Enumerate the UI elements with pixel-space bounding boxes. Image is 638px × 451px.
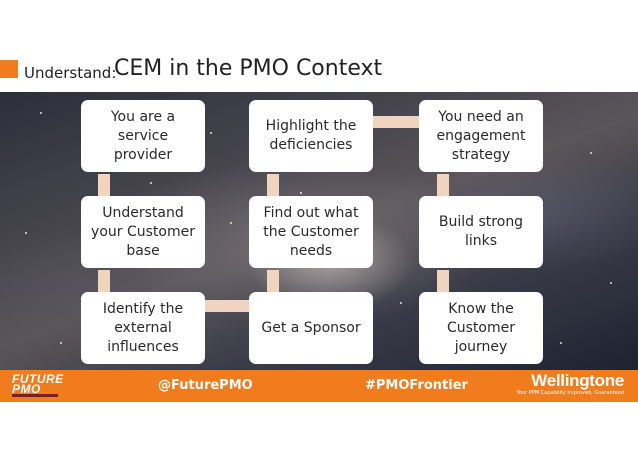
node-external-influences: Identify the external influences: [81, 292, 205, 364]
connector-n7-n8: [205, 300, 250, 312]
connector-n2-n3: [373, 116, 419, 128]
node-build-links: Build strong links: [419, 196, 543, 268]
hashtag-futurepmo: @FuturePMO: [158, 378, 253, 393]
node-customer-journey: Know the Customer journey: [419, 292, 543, 364]
connector-n4-n7: [98, 270, 110, 292]
node-get-sponsor: Get a Sponsor: [249, 292, 373, 364]
wellingtone-logo: Wellingtone Your PPM Capability Improved…: [516, 371, 625, 396]
title-accent-square: [0, 60, 18, 78]
hashtag-pmofrontier: #PMOFrontier: [365, 378, 468, 393]
node-highlight-deficiencies: Highlight the deficiencies: [249, 100, 373, 172]
connector-n8-n5: [267, 270, 279, 292]
connector-n6-n9: [437, 270, 449, 292]
connector-n3-n6: [437, 174, 449, 196]
title-prefix: Understand:: [24, 64, 117, 82]
node-customer-needs: Find out what the Customer needs: [249, 196, 373, 268]
connector-n1-n4: [98, 174, 110, 196]
slide-title: Understand: CEM in the PMO Context: [0, 56, 638, 90]
connector-n5-n2: [267, 174, 279, 196]
title-main: CEM in the PMO Context: [114, 56, 383, 81]
node-understand-customer-base: Understand your Customer base: [81, 196, 205, 268]
node-service-provider: You are a service provider: [81, 100, 205, 172]
footer-bar: FUTURE PMO @FuturePMO #PMOFrontier Welli…: [0, 370, 638, 402]
node-engagement-strategy: You need an engagement strategy: [419, 100, 543, 172]
future-pmo-logo: FUTURE PMO: [12, 372, 64, 397]
